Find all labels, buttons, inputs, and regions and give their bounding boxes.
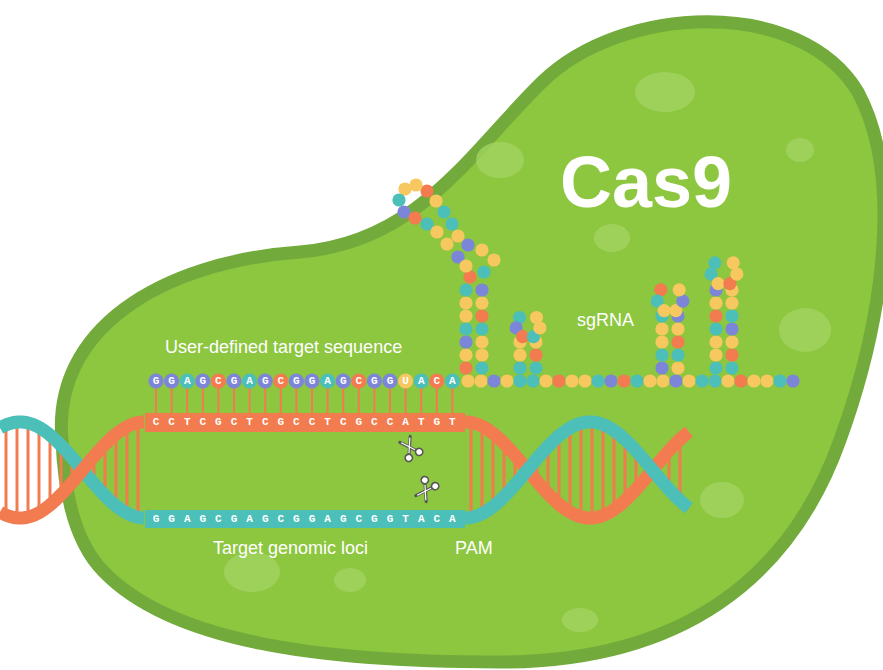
base-pair-rung: [16, 428, 19, 512]
cell-spot: [224, 552, 280, 592]
base-pair-rung: [27, 429, 30, 511]
base-pair-rung: [38, 433, 41, 506]
sgrna-sequence: GGAGCGAGCGGAGCGGUACA: [153, 373, 465, 389]
cell-spot: [562, 608, 598, 632]
section-label: User-defined target sequence: [165, 337, 402, 357]
strand-sequence: CCTCGCTCGCCTCGCCATGT: [153, 413, 465, 432]
cell-spot: [594, 224, 630, 252]
cell-body: [61, 22, 883, 662]
cell-spot: [779, 308, 831, 352]
base-pair-rung: [5, 431, 8, 509]
cell-spot: [476, 142, 524, 178]
section-label: Target genomic loci: [213, 538, 368, 558]
base-pair-rung: [49, 441, 52, 499]
genomic-strand: GGAGCGAGCGGAGCGGTACA: [145, 510, 465, 528]
strand-sequence: GGAGCGAGCGGAGCGGTACA: [153, 510, 465, 528]
part-label: PAM: [455, 538, 493, 558]
rna-bead: [392, 193, 405, 206]
cell-spot: [786, 138, 814, 162]
target-strand: CCTCGCTCGCCTCGCCATGT: [145, 413, 465, 432]
rna-bead: [398, 182, 411, 195]
cell-spot: [334, 568, 366, 592]
cell-spot: [700, 482, 744, 518]
cell-spot: [635, 72, 695, 112]
part-label: sgRNA: [577, 310, 634, 330]
cell-title: Cas9: [560, 146, 732, 218]
rna-bead: [409, 178, 422, 191]
